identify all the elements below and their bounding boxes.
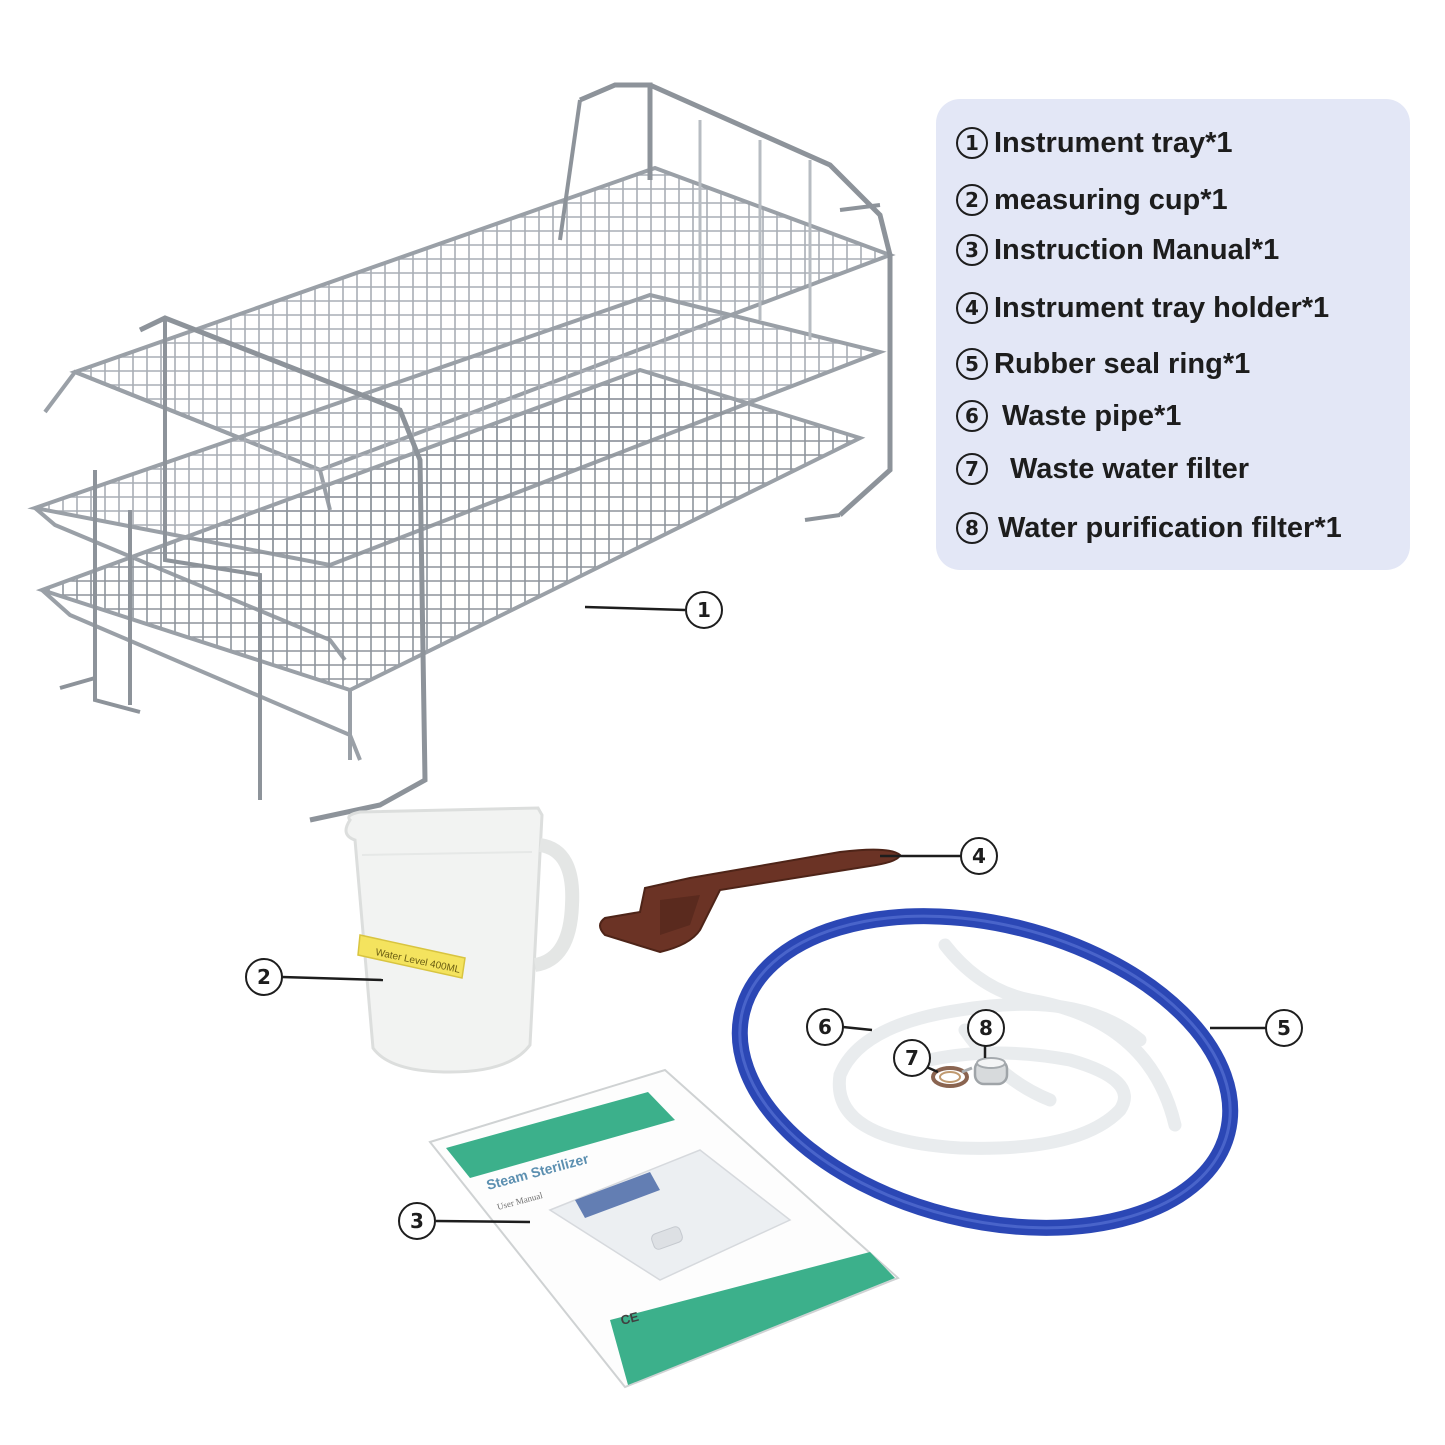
legend-item-4: 4 Instrument tray holder*1 <box>956 288 1329 328</box>
callout-5: 5 <box>1265 1009 1303 1047</box>
legend-item-7: 7 Waste water filter <box>956 449 1249 489</box>
legend-label-3: Instruction Manual*1 <box>994 233 1280 266</box>
tray-holder-tool <box>599 848 902 954</box>
legend-item-6: 6 Waste pipe*1 <box>956 396 1181 436</box>
legend-number-2: 2 <box>956 184 988 216</box>
legend-item-5: 5 Rubber seal ring*1 <box>956 344 1250 384</box>
legend-label-4: Instrument tray holder*1 <box>994 291 1330 324</box>
legend-number-5: 5 <box>956 348 988 380</box>
tray-bottom <box>35 367 866 693</box>
water-purification-filter-ring <box>973 1057 1009 1086</box>
legend-number-3: 3 <box>956 234 988 266</box>
leader-line-1 <box>584 605 686 612</box>
manual-ce-mark: CE <box>619 1309 641 1328</box>
measuring-cup: Water Level 400ML <box>344 806 580 1074</box>
legend-label-5: Rubber seal ring*1 <box>994 347 1251 380</box>
legend-label-7: Waste water filter <box>1010 452 1250 485</box>
manual-sterilizer-photo <box>548 1149 792 1281</box>
leader-line-6 <box>842 1025 873 1032</box>
legend-label-8: Water purification filter*1 <box>998 511 1342 544</box>
leader-line-2 <box>281 975 384 982</box>
cup-level-label <box>357 934 466 979</box>
callout-7: 7 <box>893 1039 931 1077</box>
legend-item-1: 1 Instrument tray*1 <box>956 123 1233 163</box>
leader-line-3 <box>435 1219 531 1224</box>
legend-number-6: 6 <box>956 400 988 432</box>
legend-label-1: Instrument tray*1 <box>994 126 1233 159</box>
legend-item-3: 3 Instruction Manual*1 <box>956 230 1279 270</box>
callout-3: 3 <box>398 1202 436 1240</box>
callout-2: 2 <box>245 958 283 996</box>
legend-label-2: measuring cup*1 <box>994 183 1228 216</box>
manual-footer-band <box>610 1252 895 1385</box>
callout-1: 1 <box>685 591 723 629</box>
legend-item-2: 2 measuring cup*1 <box>956 180 1228 220</box>
manual-header-band <box>446 1092 675 1178</box>
legend-item-8: 8 Water purification filter*1 <box>956 508 1342 548</box>
legend-number-8: 8 <box>956 512 988 544</box>
instruction-manual: Steam Sterilizer User Manual CE <box>428 1068 900 1389</box>
parts-list-panel: 1 Instrument tray*1 2 measuring cup*1 3 … <box>936 99 1410 570</box>
legend-number-7: 7 <box>956 453 988 485</box>
callout-8: 8 <box>967 1009 1005 1047</box>
legend-number-4: 4 <box>956 292 988 324</box>
waste-water-filter-clamp <box>931 1066 973 1088</box>
legend-label-6: Waste pipe*1 <box>1002 399 1182 432</box>
callout-6: 6 <box>806 1008 844 1046</box>
instrument-tray-rack <box>27 82 896 823</box>
legend-number-1: 1 <box>956 127 988 159</box>
callout-4: 4 <box>960 837 998 875</box>
